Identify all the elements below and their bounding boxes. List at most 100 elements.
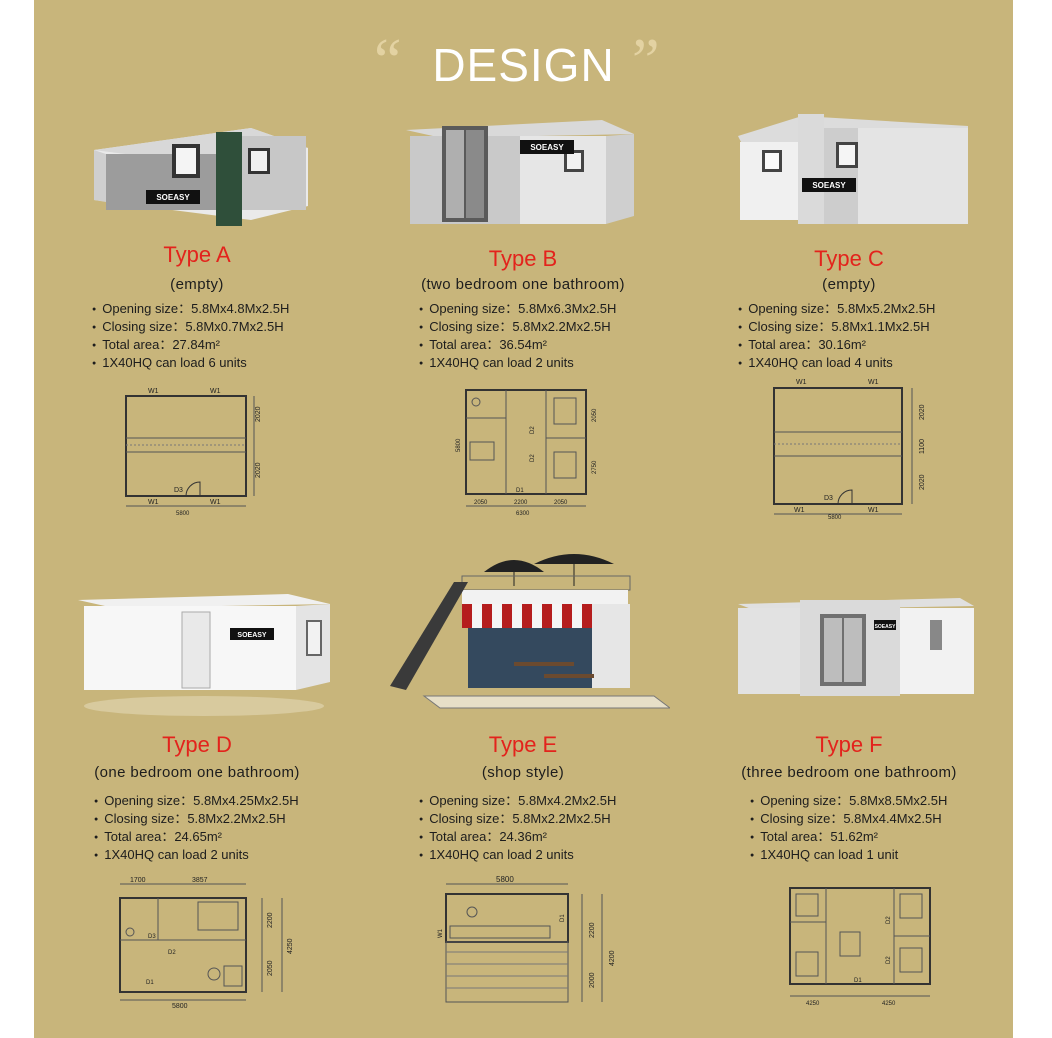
type-d-plan-label: 3857 (192, 877, 208, 884)
type-b-plan-label: D2 (530, 454, 536, 462)
design-catalog-page: “ DESIGN ” SOEASY Type A (empty) Opening… (34, 0, 1013, 1038)
type-d-house-photo: SOEASY (78, 594, 330, 716)
type-b-plan-label: 2200 (514, 500, 528, 506)
type-f-subtitle: (three bedroom one bathroom) (741, 764, 957, 781)
type-a-plan-label: 2020 (255, 406, 262, 422)
type-d-plan-label: 1700 (130, 877, 146, 884)
type-a-plan-label: W1 (148, 499, 159, 506)
type-b-house-photo: SOEASY (406, 120, 634, 224)
type-a-plan-label: 5800 (176, 511, 190, 517)
type-c-load-capacity: 1X40HQ can load 4 units (738, 354, 935, 372)
type-e-closing-size: Closing size：5.8Mx2.2Mx2.5H (419, 810, 616, 828)
type-f-plan-label: D1 (854, 978, 862, 984)
type-c-plan-label: D3 (824, 495, 833, 502)
type-b-plan-label: 2750 (592, 460, 598, 474)
type-f-plan-label: 4250 (882, 1001, 896, 1007)
close-quote-mark: ” (632, 27, 660, 95)
type-c-floor-plan: W1 W1 2020 1100 2020 D3 W1 W1 5800 (773, 379, 926, 520)
type-e-spec-list: Opening size：5.8Mx4.2Mx2.5H Closing size… (419, 792, 616, 864)
type-b-total-area: Total area：36.54m² (419, 336, 616, 354)
type-b-plan-label: 2050 (554, 500, 568, 506)
type-c-plan-label: 5800 (828, 515, 842, 520)
type-f-total-area: Total area：51.62m² (750, 828, 947, 846)
type-f-floor-plan: 4250 4250 D1 D2 D2 (789, 887, 931, 1007)
type-a-subtitle: (empty) (170, 276, 224, 293)
type-c-plan-label: W1 (796, 379, 807, 386)
type-c-plan-label: 1100 (919, 439, 926, 454)
type-d-plan-label: 2200 (267, 912, 274, 928)
type-c-brand-label: SOEASY (812, 181, 846, 190)
type-a-plan-label: W1 (210, 499, 221, 506)
type-a-plan-label: 2020 (255, 462, 262, 478)
page-title: DESIGN (432, 39, 615, 91)
type-a-name: Type A (163, 242, 231, 267)
type-a-plan-label: W1 (210, 388, 221, 395)
type-d-opening-size: Opening size：5.8Mx4.25Mx2.5H (94, 792, 298, 810)
type-b-plan-label: 5800 (456, 438, 462, 452)
type-d-total-area: Total area：24.65m² (94, 828, 299, 846)
type-f-plan-label: 4250 (806, 1001, 820, 1007)
type-f-closing-size: Closing size：5.8Mx4.4Mx2.5H (750, 810, 947, 828)
open-quote-mark: “ (374, 27, 402, 95)
type-f-plan-label: D2 (886, 916, 892, 924)
type-a-house-photo: SOEASY (94, 128, 308, 226)
type-a-spec-list: Opening size：5.8Mx4.8Mx2.5H Closing size… (92, 300, 289, 372)
type-b-brand-label: SOEASY (530, 143, 564, 152)
type-b-subtitle: (two bedroom one bathroom) (421, 276, 625, 293)
type-e-load-capacity: 1X40HQ can load 2 units (419, 846, 616, 864)
type-b-opening-size: Opening size：5.8Mx6.3Mx2.5H (419, 300, 616, 318)
type-d-plan-label: D3 (148, 934, 156, 940)
type-c-plan-label: 2020 (919, 474, 926, 490)
type-d-floor-plan: 1700 3857 2200 2050 4250 5800 D3 D2 D1 (119, 877, 294, 1008)
type-c-plan-label: 2020 (919, 404, 926, 420)
type-b-plan-label: 2050 (592, 408, 598, 422)
type-f-house-photo: SOEASY (738, 598, 974, 696)
type-b-plan-label: D2 (530, 426, 536, 434)
type-d-closing-size: Closing size：5.8Mx2.2Mx2.5H (94, 810, 299, 828)
type-c-house-photo: SOEASY (738, 114, 968, 224)
type-d-plan-label: D1 (146, 980, 154, 986)
type-d-plan-label: D2 (168, 950, 176, 956)
type-f-load-capacity: 1X40HQ can load 1 unit (750, 846, 947, 864)
type-f-name: Type F (815, 732, 883, 757)
type-d-subtitle: (one bedroom one bathroom) (94, 764, 300, 781)
type-e-plan-label: 4200 (609, 950, 616, 966)
type-e-plan-label: D1 (560, 914, 566, 922)
type-c-closing-size: Closing size：5.8Mx1.1Mx2.5H (738, 318, 935, 336)
type-c-name: Type C (814, 246, 884, 271)
type-f-brand-label: SOEASY (875, 624, 897, 630)
type-b-plan-label: D1 (516, 488, 524, 494)
type-b-plan-label: 6300 (516, 511, 530, 517)
type-a-plan-label: D3 (174, 487, 183, 494)
type-e-floor-plan: 5800 2200 2000 4200 D1 W1 (438, 875, 616, 1003)
type-c-plan-label: W1 (794, 507, 805, 514)
type-e-plan-label: 2200 (589, 922, 596, 938)
type-c-opening-size: Opening size：5.8Mx5.2Mx2.5H (738, 300, 935, 318)
type-a-plan-label: W1 (148, 388, 159, 395)
type-f-opening-size: Opening size：5.8Mx8.5Mx2.5H (750, 792, 947, 810)
type-a-opening-size: Opening size：5.8Mx4.8Mx2.5H (92, 300, 289, 318)
type-e-plan-label: 2000 (589, 972, 596, 988)
type-a-brand-label: SOEASY (156, 193, 190, 202)
type-d-spec-list: Opening size：5.8Mx4.25Mx2.5H Closing siz… (94, 792, 299, 864)
type-e-total-area: Total area：24.36m² (419, 828, 616, 846)
type-e-opening-size: Opening size：5.8Mx4.2Mx2.5H (419, 792, 616, 810)
type-e-subtitle: (shop style) (481, 764, 565, 781)
type-f-plan-label: D2 (886, 956, 892, 964)
type-c-total-area: Total area：30.16m² (738, 336, 935, 354)
type-a-load-capacity: 1X40HQ can load 6 units (92, 354, 289, 372)
type-d-plan-label: 4250 (287, 938, 294, 954)
type-c-plan-label: W1 (868, 507, 879, 514)
type-a-floor-plan: W1 W1 2020 2020 D3 W1 W1 5800 (125, 388, 262, 517)
type-a-total-area: Total area：27.84m² (92, 336, 289, 354)
type-d-name: Type D (162, 732, 232, 757)
type-b-closing-size: Closing size：5.8Mx2.2Mx2.5H (419, 318, 616, 336)
type-d-brand-label: SOEASY (237, 632, 267, 639)
type-e-plan-label: W1 (438, 928, 444, 938)
type-d-plan-label: 2050 (267, 960, 274, 976)
type-e-name: Type E (488, 732, 558, 757)
type-b-name: Type B (488, 246, 558, 271)
type-c-subtitle: (empty) (822, 276, 876, 293)
type-a-closing-size: Closing size：5.8Mx0.7Mx2.5H (92, 318, 289, 336)
type-b-floor-plan: 2050 2200 2050 6300 D1 D2 D2 5800 2050 2… (456, 389, 598, 517)
